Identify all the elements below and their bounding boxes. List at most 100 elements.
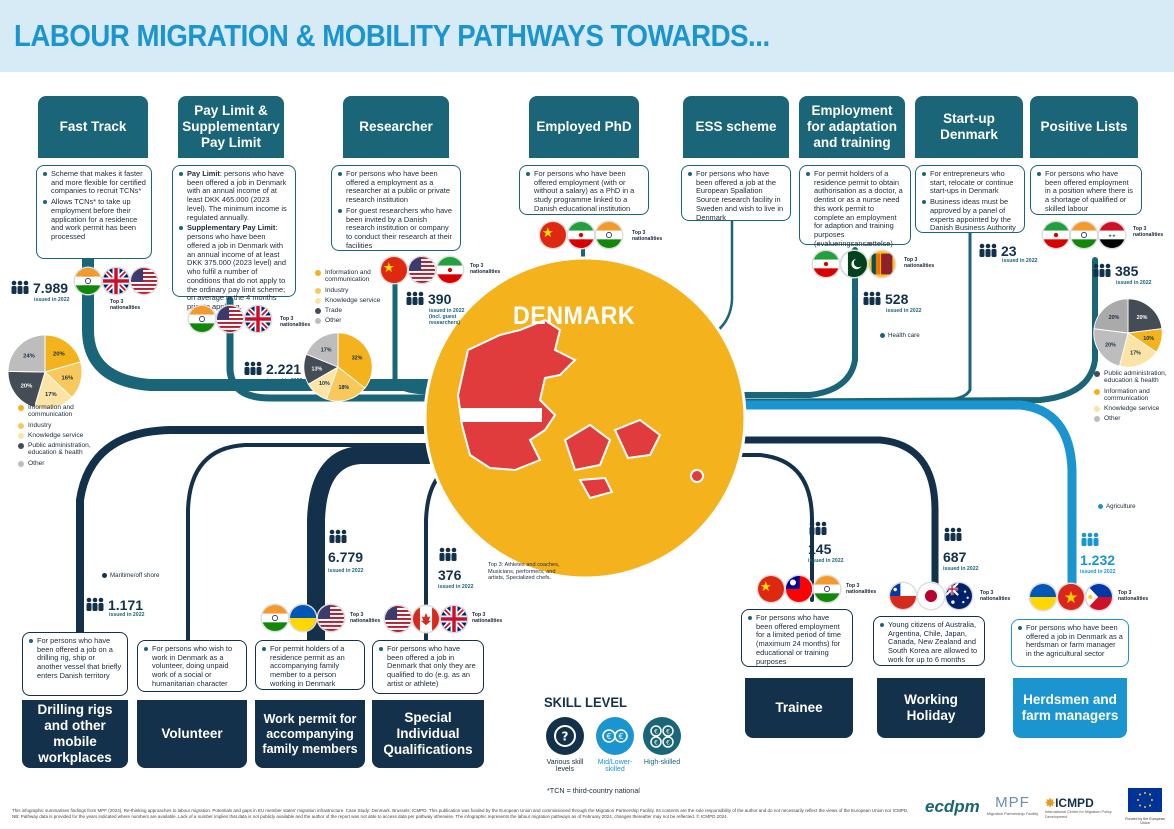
australia-flag-icon bbox=[946, 583, 972, 609]
pie-slice-label: 20% bbox=[1109, 315, 1120, 321]
usa-flag-icon bbox=[318, 605, 344, 631]
pie-slice-label: 20% bbox=[1137, 315, 1148, 321]
canada-flag-icon bbox=[413, 606, 439, 632]
eu-flag-icon bbox=[1128, 788, 1162, 812]
header-banner bbox=[0, 0, 1174, 72]
page-title: LABOUR MIGRATION & MOBILITY PATHWAYS TOW… bbox=[14, 18, 770, 53]
pie-slice-label: 10% bbox=[1143, 336, 1154, 342]
iraq-flag-icon: ★★ bbox=[1099, 222, 1125, 248]
drilling-stat: 1.171 issued in 2022 bbox=[85, 596, 144, 618]
people-icon bbox=[1093, 263, 1111, 277]
pathway-employed-phd[interactable]: Employed PhD bbox=[529, 96, 639, 158]
people-icon bbox=[863, 291, 881, 305]
ecdpm-logo: ecdpm bbox=[925, 797, 980, 816]
positive-lists-flags: ★★ bbox=[1043, 222, 1125, 248]
pathway-special-qualifications[interactable]: Special Individual Qualifications bbox=[372, 700, 484, 768]
positive-lists-stat: 385 issued in 2022 bbox=[1092, 262, 1151, 286]
svg-text:€: € bbox=[654, 740, 658, 747]
adaptation-sector-note: Health care bbox=[880, 332, 920, 339]
question-icon: ? bbox=[546, 717, 584, 755]
usa-flag-icon bbox=[409, 257, 435, 283]
ukraine-flag-icon bbox=[290, 605, 316, 631]
pie-slice-label: 16% bbox=[61, 376, 74, 382]
pay-limit-pie-legend: Information and communication Industry K… bbox=[315, 269, 387, 328]
pay-limit-stat: 2.221 issued in 2022 bbox=[243, 360, 302, 384]
pie-slice-label: 20% bbox=[1105, 343, 1116, 349]
pathway-herdsmen[interactable]: Herdsmen and farm managers bbox=[1013, 678, 1127, 738]
pie-slice bbox=[44, 334, 82, 373]
japan-flag-icon bbox=[918, 583, 944, 609]
denmark-map bbox=[456, 318, 704, 500]
pathway-startup-denmark[interactable]: Start-up Denmark bbox=[915, 96, 1023, 158]
pathway-ess-scheme[interactable]: ESS scheme bbox=[683, 96, 789, 158]
iran-flag-icon bbox=[813, 251, 839, 277]
herdsmen-flags bbox=[1030, 584, 1112, 610]
pathway-tree bbox=[76, 182, 1098, 649]
herdsmen-description: For persons who have been offered a job … bbox=[1011, 619, 1129, 667]
pie-slice bbox=[1127, 298, 1163, 334]
svg-text:€: € bbox=[654, 729, 658, 736]
holiday-flags bbox=[890, 583, 972, 609]
top3-label: Top 3 nationalities bbox=[110, 299, 141, 312]
pie-slice-label: 20% bbox=[53, 352, 66, 358]
china-flag-icon bbox=[758, 576, 784, 602]
fast-track-stat: 7.989 issued in 2022 bbox=[10, 279, 69, 303]
pie-slice bbox=[7, 370, 46, 409]
people-icon bbox=[11, 280, 29, 294]
top3-label: Top 3 nationalities bbox=[904, 257, 935, 270]
mpf-logo: MPF Migration Partnership Facility bbox=[986, 794, 1039, 816]
employed-phd-description: For persons who have been offered employ… bbox=[519, 165, 649, 215]
india-flag-icon bbox=[596, 222, 622, 248]
top3-label: Top 3 nationalities bbox=[1118, 590, 1149, 603]
pathway-positive-lists[interactable]: Positive Lists bbox=[1030, 96, 1138, 158]
pie-slice bbox=[1118, 332, 1157, 368]
pathway-researcher[interactable]: Researcher bbox=[343, 96, 449, 158]
pathway-employment-adaptation[interactable]: Employment for adaptation and training bbox=[799, 96, 905, 158]
people-icon bbox=[944, 527, 962, 541]
family-flags bbox=[262, 605, 344, 631]
iran-flag-icon bbox=[437, 257, 463, 283]
people-icon bbox=[244, 361, 262, 375]
drilling-description: For persons who have been offered a job … bbox=[22, 632, 128, 696]
drilling-sector-note: Maritime/off shore bbox=[102, 572, 159, 579]
fast-track-pie-legend: Information and communication Industry K… bbox=[18, 404, 118, 470]
pakistan-flag-icon bbox=[841, 251, 867, 277]
center-label: DENMARK bbox=[513, 302, 636, 330]
holiday-description: Young citizens of Australia, Argentina, … bbox=[873, 616, 985, 666]
pay-limit-description: Pay Limit: persons who have been offered… bbox=[172, 165, 296, 311]
positive-lists-sector-pie: 20% 10% 17% 20% 20% bbox=[1093, 298, 1163, 368]
adaptation-flags bbox=[813, 251, 895, 277]
tcn-footnote: *TCN = third-country national bbox=[547, 786, 640, 795]
positive-lists-description: For persons who have been offered employ… bbox=[1030, 165, 1142, 215]
pathway-trainee[interactable]: Trainee bbox=[745, 678, 853, 738]
pathway-family-members[interactable]: Work permit for accompanying family memb… bbox=[255, 700, 365, 768]
people-icon bbox=[1081, 532, 1099, 546]
pie-slice-label: 10% bbox=[319, 381, 330, 387]
people-icon bbox=[329, 529, 347, 543]
pathway-fast-track[interactable]: Fast Track bbox=[38, 96, 148, 158]
pathway-volunteer[interactable]: Volunteer bbox=[137, 700, 247, 768]
people-icon bbox=[86, 597, 104, 611]
pie-slice bbox=[1093, 298, 1129, 334]
special-top3-note: Top 3: Athletes and coaches, Musicians, … bbox=[488, 562, 560, 582]
skill-level-title: SKILL LEVEL bbox=[544, 694, 627, 710]
skill-mid: €€ Mid/Lower-skilled bbox=[590, 716, 640, 774]
pathway-working-holiday[interactable]: Working Holiday bbox=[877, 678, 985, 738]
india-flag-icon bbox=[262, 605, 288, 631]
trainee-flags bbox=[758, 576, 840, 602]
euro-coins-stack-icon: €€€€ bbox=[643, 717, 681, 755]
researcher-flags bbox=[381, 257, 463, 283]
china-flag-icon bbox=[381, 257, 407, 283]
ess-description: For persons who have been offered a job … bbox=[681, 165, 791, 222]
special-flags bbox=[385, 606, 467, 632]
pie-slice bbox=[305, 332, 339, 368]
uk-flag-icon bbox=[441, 606, 467, 632]
top3-label: Top 3 nationalities bbox=[280, 316, 311, 329]
researcher-description: For persons who have been offered a empl… bbox=[331, 165, 461, 251]
pathway-pay-limit[interactable]: Pay Limit & Supplementary Pay Limit bbox=[178, 96, 284, 158]
pay-limit-sector-pie: 32%18%10%13%17% bbox=[303, 332, 373, 402]
svg-text:€: € bbox=[606, 732, 611, 741]
pathway-drilling-rigs[interactable]: Drilling rigs and other mobile workplace… bbox=[22, 700, 128, 768]
pie-slice-label: 17% bbox=[1130, 351, 1141, 357]
fast-track-description: Scheme that makes it faster and more fle… bbox=[36, 165, 152, 259]
